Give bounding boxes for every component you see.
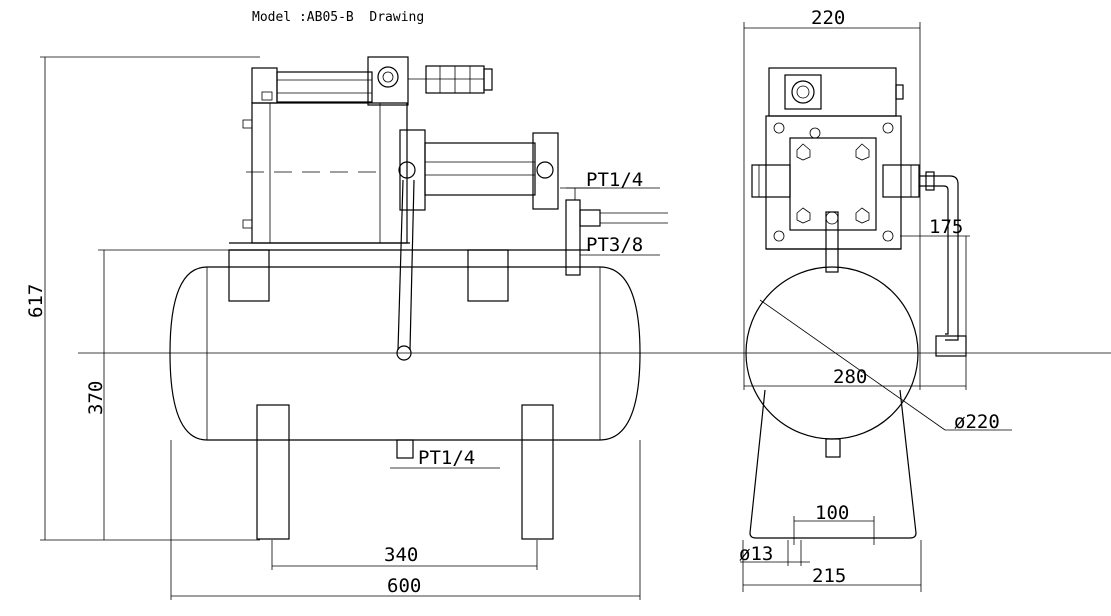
dim-tank-length: 600 xyxy=(387,575,421,597)
stand-base xyxy=(749,389,917,539)
pipe-fitting xyxy=(396,345,412,361)
dim-tank-width-280: 280 xyxy=(833,366,867,388)
dim-side-175: 175 xyxy=(929,216,963,238)
pump-cylinder xyxy=(251,102,408,244)
drain-port xyxy=(396,439,414,459)
dim-height-axis: 370 xyxy=(85,381,107,415)
side-dimensions xyxy=(740,22,970,592)
saddle-left xyxy=(228,249,270,302)
side-pump-body xyxy=(765,115,902,250)
dim-port-pt38: PT3/8 xyxy=(586,234,643,256)
dim-leg-spacing: 340 xyxy=(384,544,418,566)
saddle-right xyxy=(467,249,509,302)
hp-cylinder xyxy=(399,129,426,211)
outlet-fitting xyxy=(565,199,581,276)
dim-hole-13: ø13 xyxy=(739,543,773,565)
tank-body xyxy=(169,266,641,441)
dim-width-top: 220 xyxy=(811,7,845,29)
dim-base-100: 100 xyxy=(815,502,849,524)
dim-base-215: 215 xyxy=(812,565,846,587)
front-dimensions xyxy=(40,56,660,600)
air-valve xyxy=(367,56,409,106)
dim-port-pt14-bottom: PT1/4 xyxy=(418,447,475,469)
leg-right xyxy=(521,404,554,540)
dim-height-total: 617 xyxy=(25,284,47,318)
leg-left xyxy=(256,404,290,540)
drawing-title: Model :AB05-B Drawing xyxy=(252,10,425,25)
side-view xyxy=(745,67,1012,539)
dim-tank-diameter: ø220 xyxy=(954,411,1000,433)
dim-port-pt14-top: PT1/4 xyxy=(586,169,643,191)
front-view xyxy=(78,56,1111,540)
hp-end-cap xyxy=(532,132,559,210)
pump-top-frame xyxy=(251,67,278,104)
